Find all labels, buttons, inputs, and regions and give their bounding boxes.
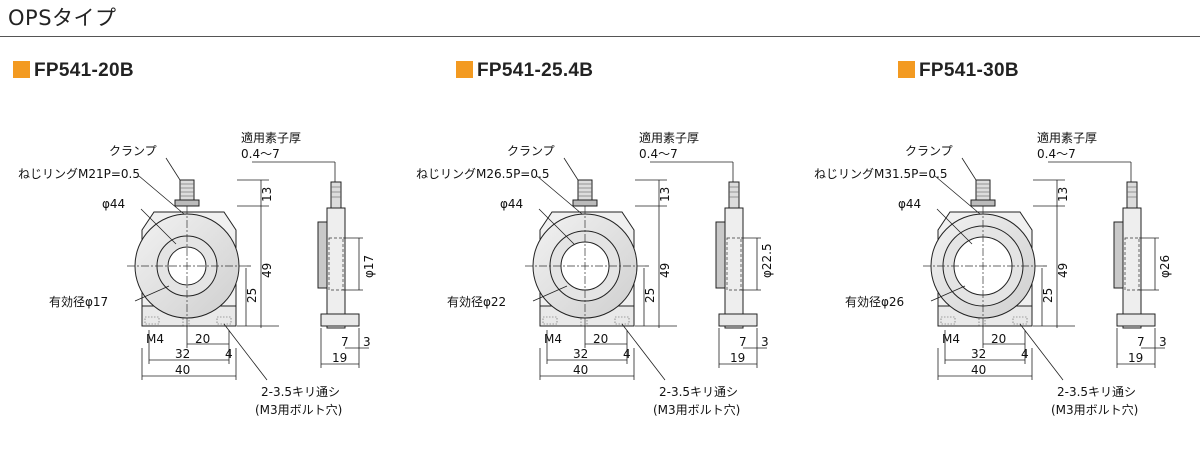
model-heading-30b: FP541-30B [898, 60, 1019, 82]
dim-7: 7 [739, 335, 747, 349]
dim-20: 20 [593, 332, 608, 346]
outer-dim: φ44 [500, 197, 523, 211]
aperture-label: 有効径φ17 [49, 294, 108, 309]
thickness-range: 0.4～7 [639, 147, 678, 161]
dim-20: 20 [991, 332, 1006, 346]
side-plate [1122, 207, 1142, 329]
dim-25: 25 [245, 288, 259, 303]
dim-49: 49 [260, 263, 274, 278]
holes-note: (M3用ボルト穴) [653, 402, 740, 417]
orange-square-icon [898, 61, 915, 78]
clamp-knob [577, 179, 593, 201]
orange-square-icon [456, 61, 473, 78]
dim-49: 49 [1056, 263, 1070, 278]
dim-19: 19 [332, 351, 347, 365]
section-divider [0, 36, 1200, 37]
side-base [718, 313, 758, 327]
clamp-knob [179, 179, 195, 201]
m4-label: M4 [146, 332, 164, 346]
m4-label: M4 [942, 332, 960, 346]
model-name: FP541-20B [34, 60, 134, 81]
thickness-range: 0.4～7 [1037, 147, 1076, 161]
dim-4: 4 [225, 347, 233, 361]
orange-square-icon [13, 61, 30, 78]
model-name: FP541-25.4B [477, 60, 594, 81]
dim-7: 7 [341, 335, 349, 349]
side-knob [330, 181, 342, 209]
holes-label: 2-3.5キリ通シ [261, 385, 340, 399]
applicable-thickness-label: 適用素子厚 [241, 130, 301, 145]
dim-3: 3 [1159, 335, 1167, 349]
applicable-thickness-label: 適用素子厚 [639, 130, 699, 145]
holes-label: 2-3.5キリ通シ [1057, 385, 1136, 399]
dim-32: 32 [971, 347, 986, 361]
dim-3: 3 [761, 335, 769, 349]
outer-dim: φ44 [898, 197, 921, 211]
outer-dim: φ44 [102, 197, 125, 211]
technical-drawing-3: クランプ ねじリングM31.5P=0.5 φ44 有効径φ26 適用素子厚 0.… [814, 130, 1172, 417]
dim-13: 13 [1056, 187, 1070, 202]
dim-49: 49 [658, 263, 672, 278]
aperture-label: 有効径φ22 [447, 294, 506, 309]
holes-note: (M3用ボルト穴) [1051, 402, 1138, 417]
model-name: FP541-30B [919, 60, 1019, 81]
ring-label: ねじリングM26.5P=0.5 [416, 167, 549, 181]
side-base [1116, 313, 1156, 327]
dim-19: 19 [730, 351, 745, 365]
model-heading-20b: FP541-20B [13, 60, 134, 82]
dim-40: 40 [971, 363, 986, 377]
holes-note: (M3用ボルト穴) [255, 402, 342, 417]
dim-25: 25 [1041, 288, 1055, 303]
side-base [320, 313, 360, 327]
dim-4: 4 [1021, 347, 1029, 361]
applicable-thickness-label: 適用素子厚 [1037, 130, 1097, 145]
clamp-label: クランプ [109, 144, 157, 158]
holes-label: 2-3.5キリ通シ [659, 385, 738, 399]
aperture-label: 有効径φ26 [845, 294, 904, 309]
clamp-label: クランプ [507, 144, 555, 158]
dim-20: 20 [195, 332, 210, 346]
side-plate [724, 207, 744, 329]
dim-40: 40 [573, 363, 588, 377]
dim-7: 7 [1137, 335, 1145, 349]
dim-19: 19 [1128, 351, 1143, 365]
clamp-knob [975, 179, 991, 201]
technical-drawing-1: クランプ ねじリングM21P=0.5 φ44 有効径φ17 適用素子厚 0.4～… [18, 130, 376, 417]
model-heading-25-4b: FP541-25.4B [456, 60, 593, 82]
dim-32: 32 [573, 347, 588, 361]
clamp-label: クランプ [905, 144, 953, 158]
dim-13: 13 [260, 187, 274, 202]
dim-3: 3 [363, 335, 371, 349]
thickness-range: 0.4～7 [241, 147, 280, 161]
dim-13: 13 [658, 187, 672, 202]
side-plate [326, 207, 346, 329]
ring-label: ねじリングM21P=0.5 [18, 167, 140, 181]
dim-32: 32 [175, 347, 190, 361]
side-knob [1126, 181, 1138, 209]
dim-thickness: φ22.5 [760, 243, 774, 278]
side-knob [728, 181, 740, 209]
dim-thickness: φ26 [1158, 255, 1172, 278]
dim-thickness: φ17 [362, 255, 376, 278]
ring-label: ねじリングM31.5P=0.5 [814, 167, 947, 181]
m4-label: M4 [544, 332, 562, 346]
technical-drawing-2: クランプ ねじリングM26.5P=0.5 φ44 有効径φ22 適用素子厚 0.… [416, 130, 774, 417]
dim-25: 25 [643, 288, 657, 303]
dim-4: 4 [623, 347, 631, 361]
dim-40: 40 [175, 363, 190, 377]
section-title: OPSタイプ [8, 6, 117, 30]
